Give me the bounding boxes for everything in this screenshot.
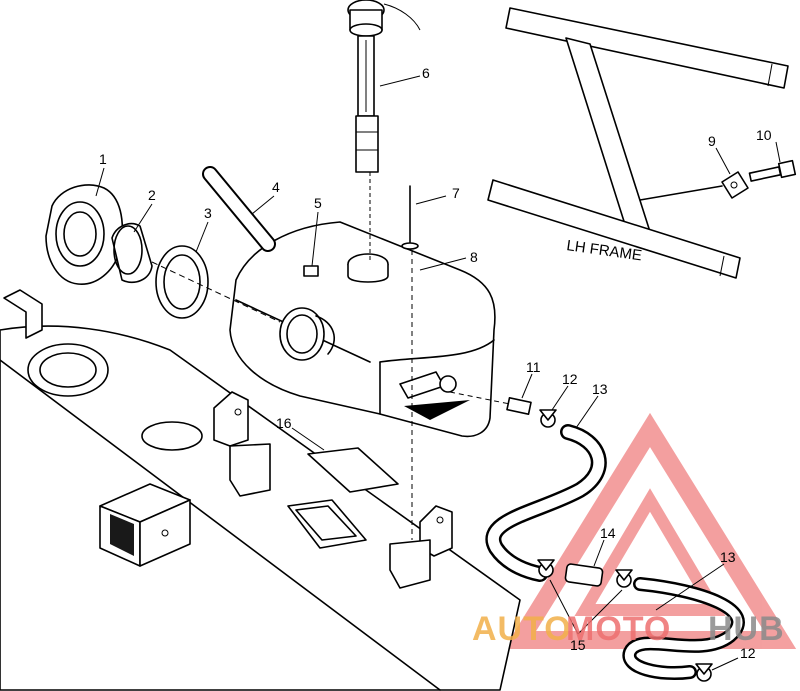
fuel-hose [485, 424, 607, 582]
fuel-tank [229, 221, 496, 438]
left-post [3, 289, 43, 339]
callout-13: 13 [592, 381, 608, 397]
clamp-lower [695, 663, 713, 682]
fuel-filter [564, 563, 604, 587]
watermark-text: AUTO MOTO HUB [472, 610, 785, 648]
watermark-auto: AUTO [472, 610, 572, 648]
filler-neck [111, 222, 153, 284]
fitting-axis [449, 391, 511, 405]
clamp-middle-left [537, 559, 555, 578]
callout-16: 16 [276, 415, 292, 431]
watermark-hub: HUB [708, 610, 785, 648]
callout-12: 12 [562, 371, 578, 387]
frame-bolt [748, 159, 797, 182]
assembly-axis [151, 261, 281, 323]
callout-13-lower: 13 [720, 549, 736, 565]
gasket [155, 245, 209, 319]
leader-lines [95, 75, 781, 671]
tank-bracket-right [389, 505, 453, 589]
drain-pin [401, 185, 419, 540]
callout-9: 9 [708, 133, 716, 149]
callout-11: 11 [526, 359, 541, 375]
hitch-receiver [99, 483, 191, 567]
lh-frame [487, 7, 789, 279]
lower-frame [0, 325, 521, 691]
frame-bracket [639, 171, 749, 201]
callout-14: 14 [600, 525, 616, 541]
watermark-moto: MOTO [566, 610, 671, 648]
rubber-pad [307, 447, 399, 493]
clamp-middle-right [615, 569, 633, 588]
fuel-gauge [347, 0, 421, 262]
fuel-cap [45, 184, 124, 285]
callout-3: 3 [204, 205, 212, 221]
fuel-fitting [506, 397, 532, 415]
watermark-logo [503, 412, 797, 649]
callout-1: 1 [99, 151, 107, 167]
callout-6: 6 [422, 65, 430, 81]
fuel-hose-lower [622, 577, 745, 680]
callout-8: 8 [470, 249, 478, 265]
vent-hose [202, 166, 276, 252]
clamp-upper [539, 409, 557, 428]
callout-10: 10 [756, 127, 772, 143]
tank-bracket-left [213, 391, 271, 497]
callout-7: 7 [452, 185, 460, 201]
callout-4: 4 [272, 179, 280, 195]
callout-15: 15 [570, 637, 586, 653]
callout-5: 5 [314, 195, 322, 211]
breather-fitting [303, 265, 319, 277]
callout-12-lower: 12 [740, 645, 756, 661]
callout-2: 2 [148, 187, 156, 203]
